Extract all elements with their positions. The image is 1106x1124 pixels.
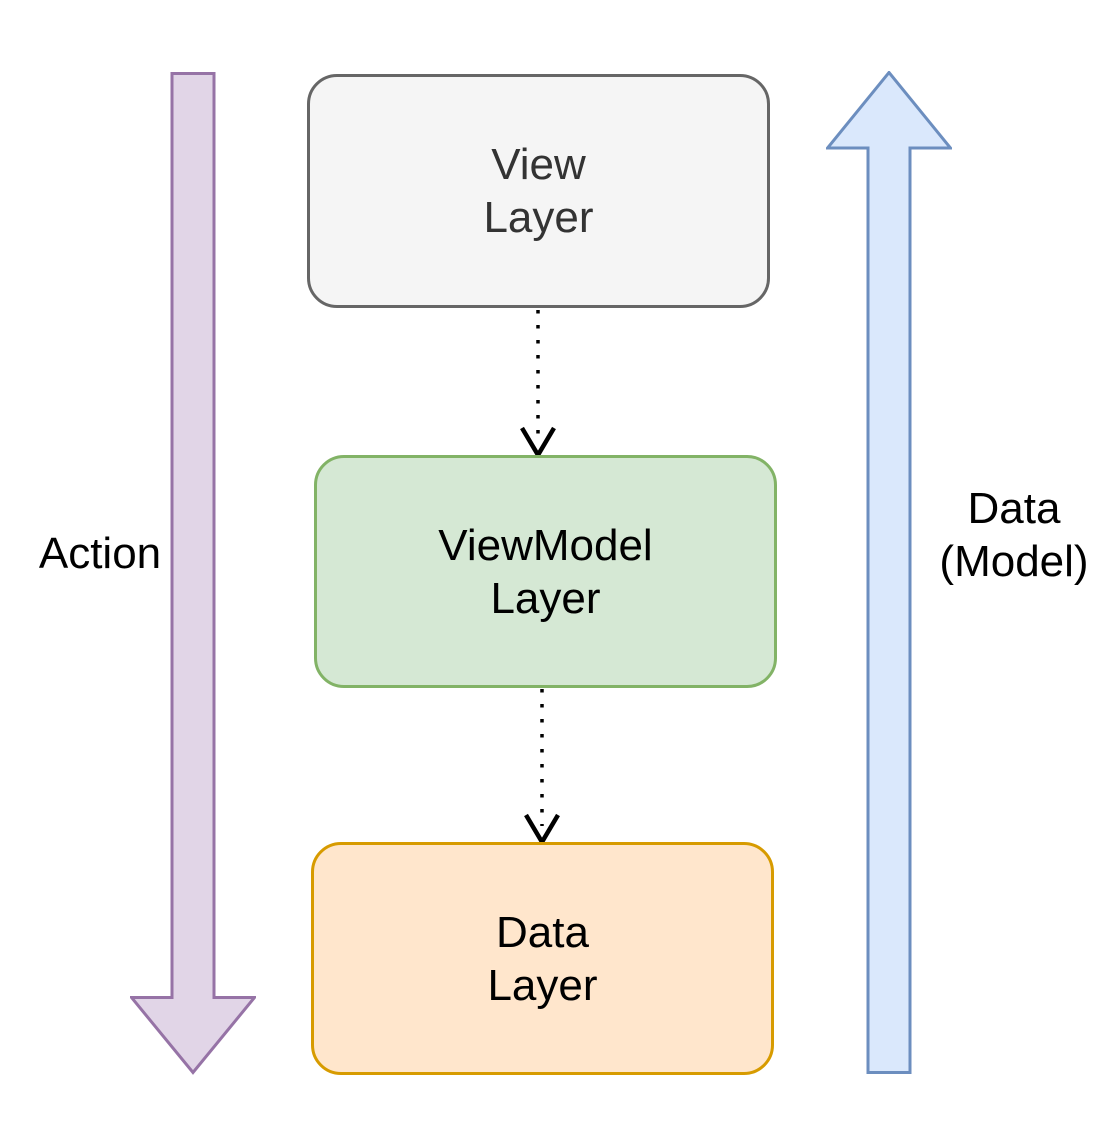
viewmodel-layer-label-line1: ViewModel bbox=[438, 520, 653, 570]
data-layer-box: Data Layer bbox=[311, 842, 774, 1075]
data-up-arrow bbox=[826, 71, 952, 1074]
view-layer-box: View Layer bbox=[307, 74, 770, 308]
action-down-arrow bbox=[130, 72, 256, 1075]
down-arrow-shape bbox=[130, 72, 256, 1075]
view-layer-label-line2: Layer bbox=[483, 193, 594, 242]
data-layer-label-line2: Layer bbox=[487, 960, 598, 1010]
view-to-viewmodel-connector bbox=[520, 310, 556, 457]
data-model-label: Data (Model) bbox=[928, 482, 1100, 588]
data-model-label-line2: (Model) bbox=[939, 537, 1089, 586]
viewmodel-to-data-connector bbox=[524, 689, 560, 844]
up-arrow-shape bbox=[826, 71, 952, 1074]
arrowhead-icon bbox=[524, 813, 560, 844]
view-layer-label-line1: View bbox=[491, 140, 586, 189]
viewmodel-layer-label-line2: Layer bbox=[490, 573, 601, 623]
viewmodel-layer-box: ViewModel Layer bbox=[314, 455, 777, 688]
data-model-label-line1: Data bbox=[967, 484, 1061, 533]
data-layer-label-line1: Data bbox=[496, 907, 589, 957]
action-label: Action bbox=[38, 529, 162, 578]
